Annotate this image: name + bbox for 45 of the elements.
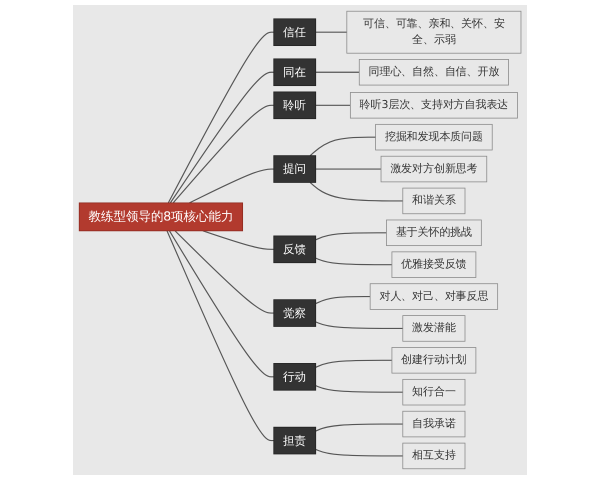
node-box: 自我承诺 bbox=[402, 410, 466, 438]
connector bbox=[316, 32, 347, 33]
connector bbox=[315, 360, 392, 368]
connector bbox=[168, 32, 274, 204]
node-box: 和谐关系 bbox=[402, 188, 466, 214]
node-box: 挖掘和发现本质问题 bbox=[375, 124, 492, 150]
node-box: 基于关怀的挑战 bbox=[386, 220, 482, 246]
node-box: 优雅接受反馈 bbox=[391, 251, 476, 278]
connector bbox=[189, 168, 274, 204]
connector bbox=[168, 230, 274, 378]
node-box: 可信、可靠、亲和、关怀、安全、示弱 bbox=[346, 10, 522, 54]
connector bbox=[172, 104, 274, 204]
node-box: 激发对方创新思考 bbox=[380, 156, 488, 182]
node-box: 教练型领导的8项核心能力 bbox=[78, 202, 243, 232]
node-box: 信任 bbox=[273, 18, 316, 46]
connector bbox=[170, 72, 274, 204]
connector bbox=[316, 104, 350, 106]
connector bbox=[315, 423, 403, 432]
connector bbox=[315, 321, 403, 330]
node-box: 相互支持 bbox=[402, 442, 466, 470]
node-box: 知行合一 bbox=[402, 378, 466, 406]
connector bbox=[202, 230, 274, 250]
node-box: 创建行动计划 bbox=[391, 347, 476, 374]
node-box: 聆听 bbox=[273, 92, 316, 120]
connector bbox=[315, 258, 392, 266]
node-box: 觉察 bbox=[273, 299, 316, 327]
node-box: 同理心、自然、自信、开放 bbox=[358, 59, 509, 86]
node-box: 提问 bbox=[273, 155, 316, 183]
connector bbox=[315, 232, 386, 240]
node-box: 担责 bbox=[273, 426, 316, 454]
node-box: 激发潜能 bbox=[402, 315, 466, 342]
connector bbox=[316, 168, 381, 170]
node-box: 聆听3层次、支持对方自我表达 bbox=[350, 92, 518, 119]
node-box: 同在 bbox=[273, 58, 316, 86]
node-box: 反馈 bbox=[273, 236, 316, 264]
connector bbox=[174, 230, 274, 314]
connector bbox=[310, 136, 376, 156]
node-box: 行动 bbox=[273, 363, 316, 391]
connector bbox=[315, 448, 403, 457]
connector bbox=[315, 385, 403, 393]
connector bbox=[316, 72, 360, 73]
connector bbox=[166, 230, 274, 442]
connector bbox=[315, 296, 370, 304]
connector bbox=[310, 182, 403, 202]
node-box: 对人、对己、对事反思 bbox=[370, 283, 498, 310]
